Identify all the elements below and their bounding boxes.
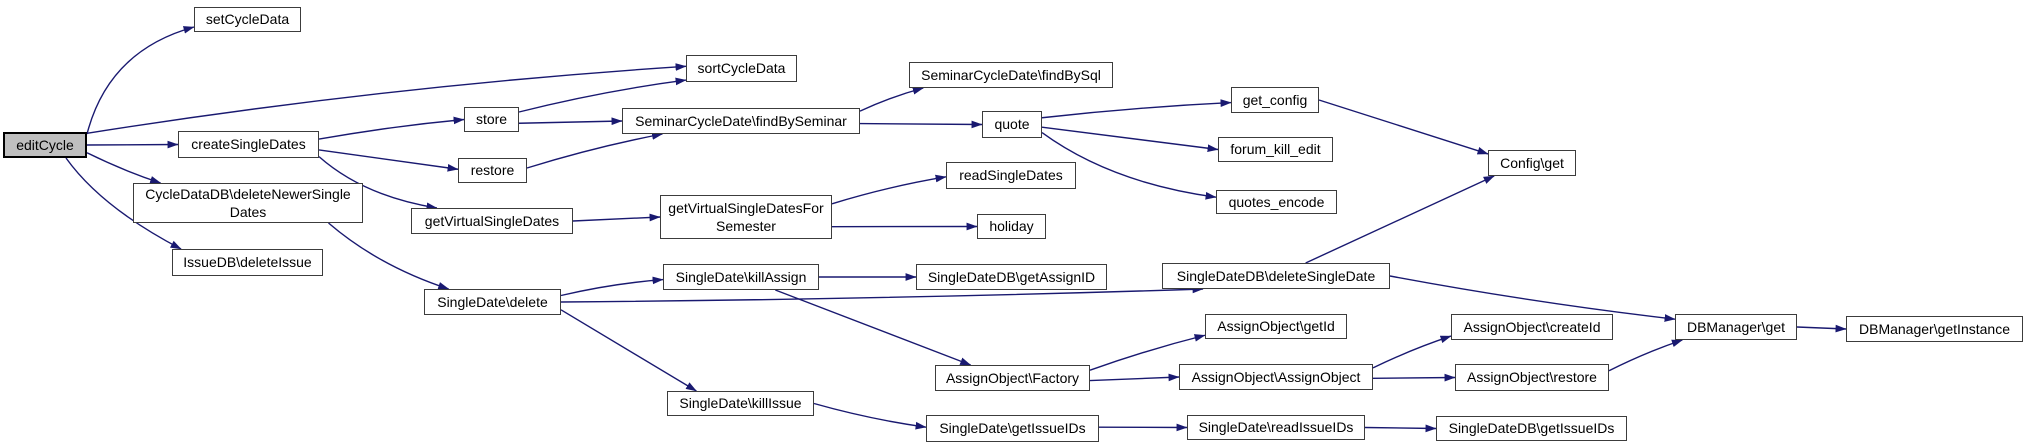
node-findBySql[interactable]: SeminarCycleDate\findBySql (909, 62, 1113, 88)
edge-getVirtualSingleDates-getVirtualForSemester (572, 213, 661, 222)
edge-createSingleDates-getVirtualSingleDates (318, 156, 438, 211)
edge-dbManagerGet-dbManagerGetInstance (1796, 324, 1847, 333)
node-editCycle: editCycle (3, 132, 87, 158)
edge-assignObjectCtor-createId (1372, 335, 1452, 369)
edge-singleDateDelete-killAssign (560, 276, 664, 297)
edge-deleteSingleDate-configGet (1305, 175, 1495, 264)
node-getAssignID[interactable]: SingleDateDB\getAssignID (916, 264, 1107, 290)
node-deleteIssue[interactable]: IssueDB\deleteIssue (172, 249, 323, 276)
edge-singleDateDelete-deleteSingleDate (560, 285, 1204, 303)
edge-deleteSingleDate-dbManagerGet (1389, 275, 1676, 322)
node-setCycleData[interactable]: setCycleData (194, 7, 301, 32)
node-quotesEncode[interactable]: quotes_encode (1216, 190, 1337, 214)
node-getVirtualSingleDates[interactable]: getVirtualSingleDates (411, 208, 573, 234)
edge-deleteNewerSingleDates-singleDateDelete (328, 222, 450, 290)
node-assignObjectCtor[interactable]: AssignObject\AssignObject (1179, 364, 1373, 390)
node-assignRestore[interactable]: AssignObject\restore (1455, 364, 1609, 391)
node-getIssueIDs[interactable]: SingleDate\getIssueIDs (926, 415, 1099, 442)
edge-editCycle-deleteIssue (65, 157, 182, 250)
node-findBySeminar[interactable]: SeminarCycleDate\findBySeminar (622, 108, 860, 134)
node-createId[interactable]: AssignObject\createId (1451, 314, 1613, 340)
node-forumKillEdit[interactable]: forum_kill_edit (1218, 137, 1333, 162)
edge-editCycle-sortCycleData (86, 63, 687, 134)
edge-killAssign-factory (775, 289, 972, 366)
node-dbManagerGetInstance[interactable]: DBManager\getInstance (1846, 316, 2023, 342)
node-holiday[interactable]: holiday (977, 214, 1046, 239)
edge-assignRestore-dbManagerGet (1608, 339, 1683, 372)
edge-editCycle-createSingleDates (86, 140, 179, 149)
edge-quote-forumKillEdit (1041, 126, 1219, 153)
node-killIssue[interactable]: SingleDate\killIssue (667, 391, 814, 416)
node-getIssueIDsDB[interactable]: SingleDateDB\getIssueIDs (1436, 416, 1627, 441)
edge-editCycle-deleteNewerSingleDates (86, 152, 162, 184)
edge-factory-assignObjectCtor (1089, 373, 1180, 382)
edge-assignObjectCtor-assignRestore (1372, 373, 1456, 382)
node-deleteNewerSingleDates[interactable]: CycleDataDB\deleteNewerSingle Dates (133, 183, 363, 223)
node-readIssueIDs[interactable]: SingleDate\readIssueIDs (1187, 415, 1365, 440)
node-createSingleDates[interactable]: createSingleDates (178, 131, 319, 158)
node-getVirtualForSemester[interactable]: getVirtualSingleDatesFor Semester (660, 195, 832, 239)
node-dbManagerGet[interactable]: DBManager\get (1675, 314, 1797, 340)
edge-store-sortCycleData (518, 77, 687, 113)
node-killAssign[interactable]: SingleDate\killAssign (663, 264, 819, 290)
node-getConfig[interactable]: get_config (1231, 87, 1319, 113)
edge-restore-findBySeminar (526, 132, 664, 169)
node-configGet[interactable]: Config\get (1488, 150, 1576, 176)
node-quote[interactable]: quote (982, 111, 1042, 138)
edge-quote-getConfig (1041, 99, 1232, 119)
node-singleDateDelete[interactable]: SingleDate\delete (424, 289, 561, 315)
node-readSingleDates[interactable]: readSingleDates (946, 162, 1076, 189)
node-deleteSingleDate[interactable]: SingleDateDB\deleteSingleDate (1162, 263, 1390, 289)
edge-findBySeminar-findBySql (859, 87, 924, 112)
edge-createSingleDates-restore (318, 149, 459, 172)
edge-getConfig-configGet (1318, 99, 1489, 155)
node-getId[interactable]: AssignObject\getId (1205, 314, 1347, 339)
edge-store-findBySeminar (518, 117, 623, 126)
node-sortCycleData[interactable]: sortCycleData (686, 55, 797, 82)
edge-readIssueIDs-getIssueIDsDB (1364, 424, 1437, 433)
edge-editCycle-setCycleData (86, 26, 195, 135)
edge-getVirtualForSemester-readSingleDates (831, 174, 947, 205)
edge-createSingleDates-store (318, 116, 465, 140)
node-factory[interactable]: AssignObject\Factory (935, 365, 1090, 391)
edge-singleDateDelete-killIssue (560, 309, 697, 392)
edge-factory-getId (1089, 334, 1206, 371)
edge-findBySeminar-quote (859, 120, 983, 129)
node-restore[interactable]: restore (458, 158, 527, 183)
node-store[interactable]: store (464, 107, 519, 132)
edge-killIssue-getIssueIDs (813, 402, 927, 430)
edge-quote-quotesEncode (1041, 132, 1217, 200)
